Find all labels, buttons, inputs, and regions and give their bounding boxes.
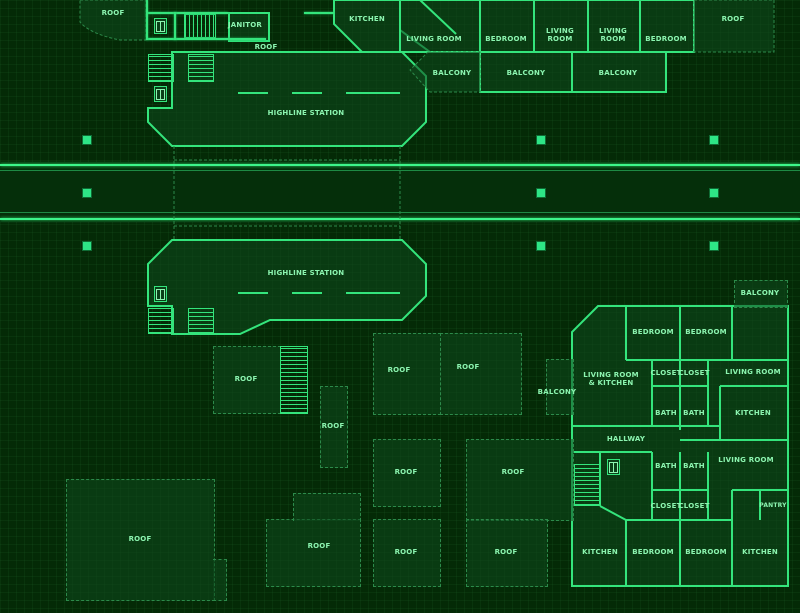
roof-area (373, 333, 441, 415)
room-label: BATH (683, 462, 705, 470)
elevator-icon (607, 459, 620, 475)
roof-area (373, 439, 441, 507)
rail-line (0, 170, 800, 171)
rail-line (0, 164, 800, 166)
room-label: KITCHEN (582, 548, 618, 556)
roof-area (266, 519, 361, 587)
room-label: ROOF (254, 43, 278, 51)
room-label: ROOF (394, 548, 418, 556)
wall (146, 38, 266, 40)
room-label: ROOF (387, 366, 411, 374)
stairs (188, 54, 214, 82)
room-label: KITCHEN (349, 15, 385, 23)
roof-area (466, 519, 548, 587)
pillar-marker (82, 188, 92, 198)
roof-area (66, 479, 215, 601)
room-label: CLOSET (678, 502, 710, 510)
room-label: BEDROOM (685, 548, 727, 556)
highline-station-top-outline (147, 51, 427, 147)
station-label: HIGHLINE STATION (267, 269, 345, 277)
roof-area (440, 333, 522, 415)
room-label: KITCHEN (742, 548, 778, 556)
roof-area (320, 386, 348, 468)
roof-area (213, 346, 281, 414)
roof-area (466, 439, 574, 521)
room-label: BALCONY (506, 69, 546, 77)
room-label: BEDROOM (485, 35, 527, 43)
room-label: LIVING ROOM & KITCHEN (583, 371, 639, 387)
room-label: BATH (683, 409, 705, 417)
pillar-marker (709, 241, 719, 251)
room-label: JANITOR (227, 21, 263, 29)
roof-top-left-outline (79, 0, 147, 41)
roof-area (293, 493, 361, 521)
room-label: BALCONY (537, 388, 577, 396)
room-label: CLOSET (650, 369, 682, 377)
room-label: ROOF (321, 422, 345, 430)
room-label: BATH (655, 462, 677, 470)
pillar-marker (82, 135, 92, 145)
room-label: ROOF (307, 542, 331, 550)
stairs (184, 14, 216, 38)
pillar-marker (536, 135, 546, 145)
room-label: BEDROOM (645, 35, 687, 43)
room-label: BALCONY (432, 69, 472, 77)
balcony-area (546, 359, 574, 415)
stairs (148, 308, 174, 334)
room-label: CLOSET (650, 502, 682, 510)
pillar-marker (709, 188, 719, 198)
room-label: ROOF (721, 15, 745, 23)
room-label: ROOF (501, 468, 525, 476)
room-label: ROOF (494, 548, 518, 556)
room-label: LIVING ROOM (718, 456, 774, 464)
highline-station-bottom-outline (147, 239, 427, 335)
room-label: BATH (655, 409, 677, 417)
room-label: LIVING ROOM (546, 27, 574, 43)
room-label: LIVING ROOM (406, 35, 462, 43)
room-label: HALLWAY (606, 435, 646, 443)
room-label: LIVING ROOM (725, 368, 781, 376)
room-label: ROOF (394, 468, 418, 476)
wall (146, 12, 228, 14)
stairs (280, 346, 308, 414)
elevator-icon (154, 86, 167, 102)
room-label: BEDROOM (632, 328, 674, 336)
room-label: LIVING ROOM (599, 27, 627, 43)
pillar-marker (536, 241, 546, 251)
balcony-area (734, 280, 788, 308)
room-label: ROOF (101, 9, 125, 17)
pillar-marker (536, 188, 546, 198)
stairs (148, 54, 174, 82)
room-label: BALCONY (598, 69, 638, 77)
stairs (574, 464, 600, 506)
room-label: BEDROOM (685, 328, 727, 336)
room-label: ROOF (456, 363, 480, 371)
elevator-icon (154, 18, 167, 34)
room-label: BALCONY (740, 289, 780, 297)
room-label: PANTRY (759, 502, 787, 509)
wall (146, 0, 148, 40)
room-label: KITCHEN (735, 409, 771, 417)
elevator-icon (154, 286, 167, 302)
pillar-marker (709, 135, 719, 145)
room-label: CLOSET (678, 369, 710, 377)
room-label: BEDROOM (632, 548, 674, 556)
roof-area (373, 519, 441, 587)
wall (304, 12, 334, 14)
room-label: ROOF (128, 535, 152, 543)
pillar-marker (82, 241, 92, 251)
roof-area (213, 559, 227, 601)
room-label: ROOF (234, 375, 258, 383)
janitor-room (228, 12, 270, 42)
wall (174, 12, 176, 40)
station-label: HIGHLINE STATION (267, 109, 345, 117)
stairs (188, 308, 214, 334)
